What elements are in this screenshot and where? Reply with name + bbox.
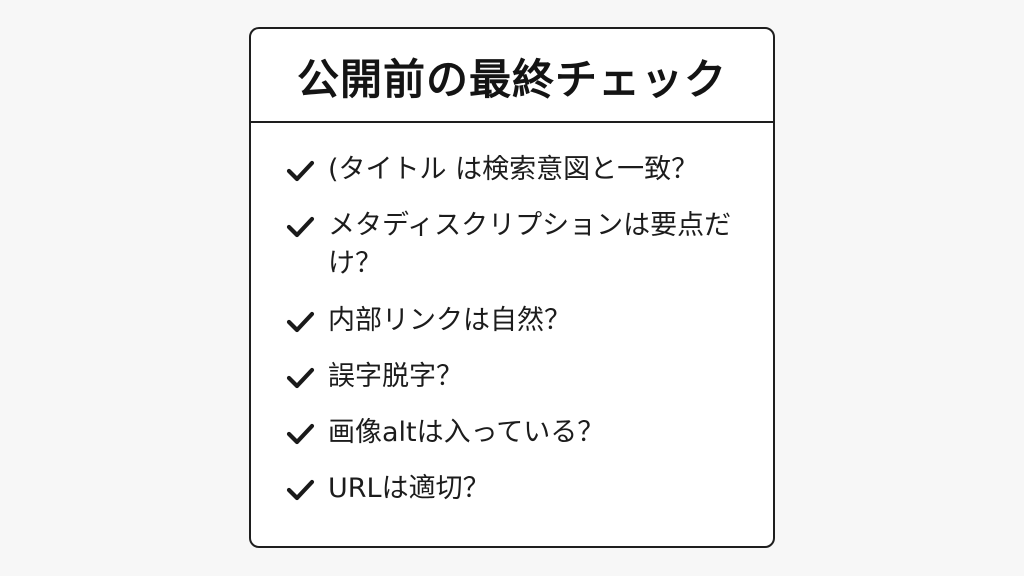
checklist-item-label: (タイトル は検索意図と一致？ [328,154,699,185]
checklist-card: 公開前の最終チェック (タイトル は検索意図と一致？ メタディスクリプションは要… [249,27,775,548]
checklist-item-label: メタディスクリプションは要点だけ？ [328,210,732,279]
card-header: 公開前の最終チェック [251,29,773,123]
checklist-item-label: 画像altは入っている？ [328,417,605,448]
checklist-item: メタディスクリプションは要点だけ？ [285,210,743,283]
checklist-item: (タイトル は検索意図と一致？ [285,154,743,189]
checklist-item: 画像altは入っている？ [285,417,743,452]
checklist-item: 誤字脱字？ [285,361,743,396]
card-title: 公開前の最終チェック [296,54,727,104]
checklist-item-label: 内部リンクは自然？ [328,305,571,336]
checklist-item-label: URLは適切？ [328,473,490,504]
checkmark-icon [285,419,315,449]
checklist-item-label: 誤字脱字？ [328,361,463,392]
checkmark-icon [285,307,315,337]
checklist-item: URLは適切？ [285,473,743,508]
checkmark-icon [285,475,315,505]
checkmark-icon [285,212,315,242]
checkmark-icon [285,363,315,393]
checklist-item: 内部リンクは自然？ [285,305,743,340]
checkmark-icon [285,156,315,186]
